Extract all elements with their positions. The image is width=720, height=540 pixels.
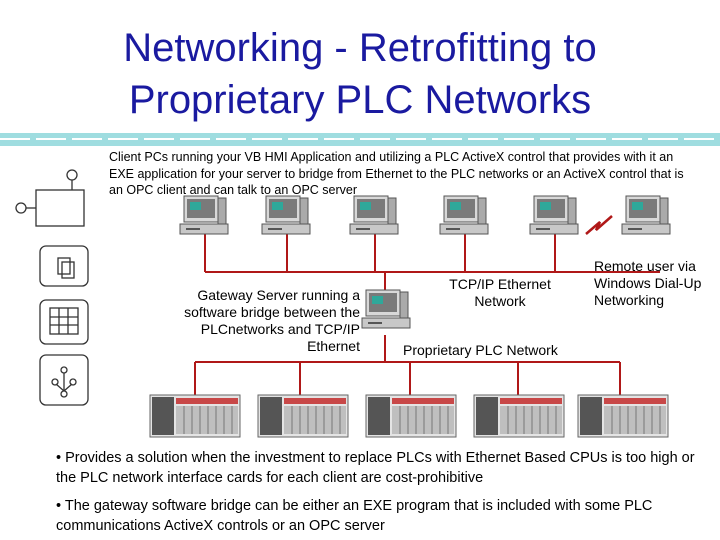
- client-pc-icon[interactable]: [529, 195, 579, 235]
- remote-label: Remote user via Windows Dial-Up Networki…: [594, 258, 702, 308]
- gateway-label: Gateway Server running a software bridge…: [184, 287, 360, 354]
- client-pc-icon[interactable]: [179, 195, 229, 235]
- client-pc-icon[interactable]: [349, 195, 399, 235]
- remote-pc-icon[interactable]: [621, 195, 671, 235]
- gateway-server-icon[interactable]: [361, 289, 411, 329]
- plc-rack-icon[interactable]: [365, 394, 457, 438]
- plc-rack-icon[interactable]: [473, 394, 565, 438]
- bullet-2: • The gateway software bridge can be eit…: [56, 498, 653, 534]
- bullet-1: • Provides a solution when the investmen…: [56, 450, 695, 486]
- plc-rack-icon[interactable]: [149, 394, 241, 438]
- plc-rack-icon[interactable]: [257, 394, 349, 438]
- client-pc-icon[interactable]: [439, 195, 489, 235]
- network-node-icon: [15, 169, 85, 227]
- client-pc-icon[interactable]: [261, 195, 311, 235]
- proprietary-label: Proprietary PLC Network: [403, 342, 558, 358]
- title-line-2: Proprietary PLC Networks: [128, 78, 592, 122]
- intro-text: Client PCs running your VB HMI Applicati…: [109, 150, 684, 197]
- database-icon: [39, 245, 89, 406]
- tcpip-label: TCP/IP Ethernet Network: [449, 276, 551, 309]
- page-title: Networking - Retrofitting to Proprietary…: [0, 22, 720, 126]
- dialup-lightning-icon: [585, 215, 613, 235]
- plc-rack-icon[interactable]: [577, 394, 669, 438]
- network-lines: [194, 232, 660, 395]
- title-line-1: Networking - Retrofitting to: [123, 26, 597, 70]
